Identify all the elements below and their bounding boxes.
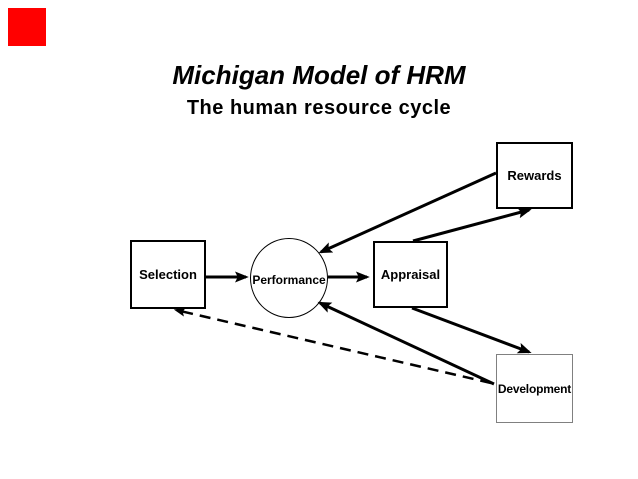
red-square-marker — [8, 8, 46, 46]
arrow-development-to-selection-dashed — [173, 307, 492, 385]
node-performance-label: Performance — [252, 273, 326, 287]
node-rewards: Rewards — [496, 142, 573, 209]
node-rewards-label: Rewards — [507, 168, 562, 183]
node-appraisal: Appraisal — [373, 241, 448, 308]
node-development: Development — [496, 354, 573, 423]
arrow-appraisal-to-development — [411, 306, 532, 354]
node-development-label: Development — [497, 381, 572, 396]
node-selection-label: Selection — [139, 267, 197, 282]
slide-subtitle: The human resource cycle — [186, 97, 452, 119]
slide-title: Michigan Model of HRM — [172, 60, 466, 90]
node-appraisal-label: Appraisal — [380, 267, 441, 282]
node-selection: Selection — [130, 240, 206, 309]
arrow-appraisal-to-rewards — [412, 207, 532, 243]
arrow-development-to-performance — [317, 301, 495, 386]
node-performance: Performance — [250, 238, 328, 318]
